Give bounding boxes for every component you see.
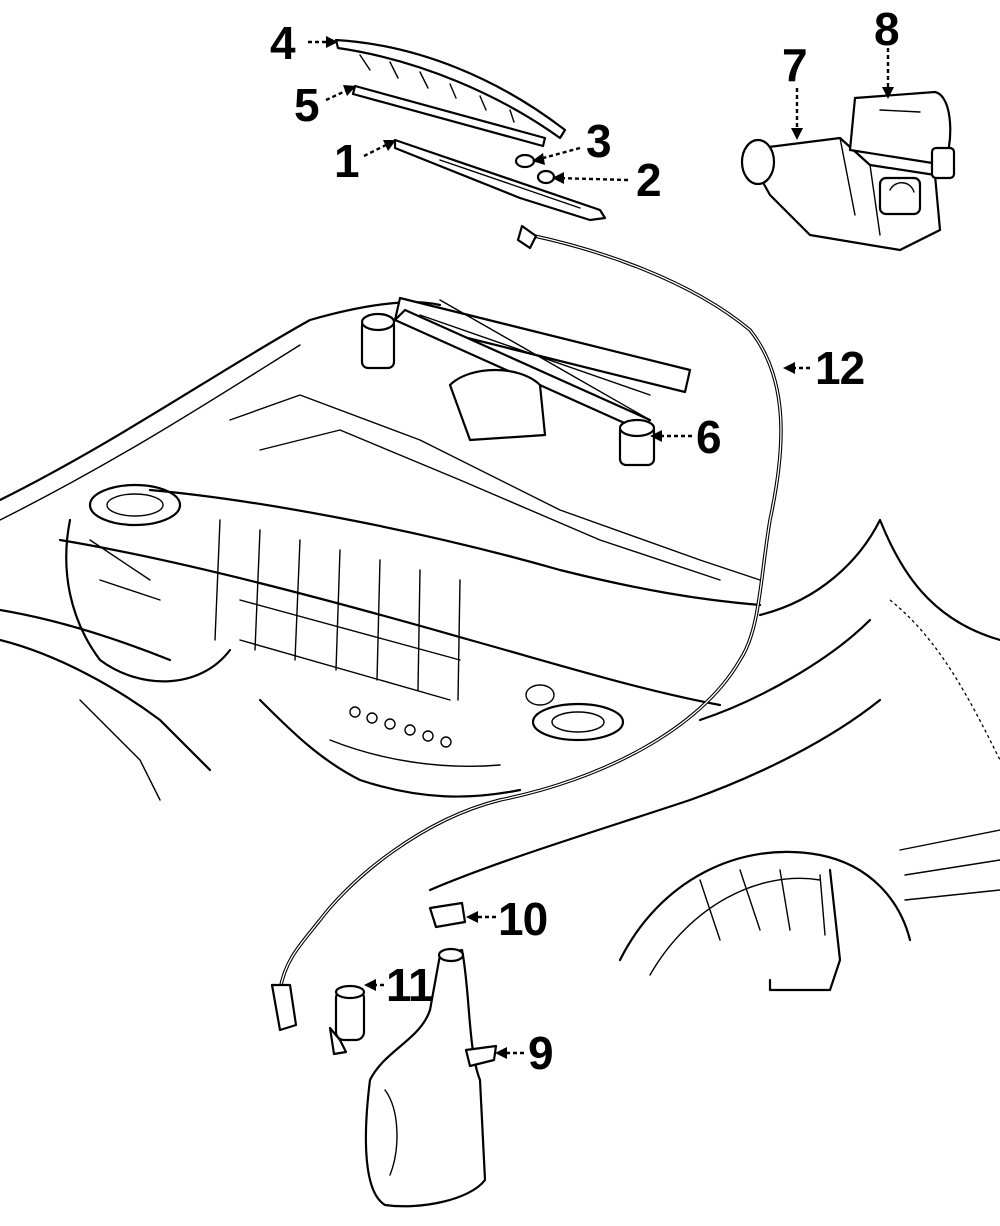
callout-10: 10 bbox=[498, 893, 548, 945]
callout-11: 11 bbox=[386, 959, 434, 1011]
wiper-linkage-part bbox=[360, 296, 692, 467]
wiper-blade-part bbox=[334, 38, 567, 140]
callout-6: 6 bbox=[696, 411, 722, 463]
leader-2 bbox=[555, 176, 629, 182]
callout-2: 2 bbox=[636, 154, 662, 206]
arm-cap-part bbox=[514, 153, 536, 169]
callout-12: 12 bbox=[815, 342, 865, 394]
vehicle-body bbox=[0, 301, 1000, 992]
leader-lines bbox=[308, 36, 894, 1059]
washer-pump-part bbox=[328, 984, 366, 1056]
callout-7: 7 bbox=[782, 39, 808, 91]
arm-nut-part bbox=[536, 169, 556, 185]
washer-hose-part bbox=[270, 224, 783, 1032]
leader-1 bbox=[363, 140, 393, 158]
washer-reservoir-part bbox=[364, 947, 498, 1208]
callout-1: 1 bbox=[334, 135, 360, 187]
callout-4: 4 bbox=[270, 17, 296, 69]
blade-insert-part bbox=[351, 84, 547, 148]
callout-3: 3 bbox=[586, 115, 612, 167]
motor-cover-part bbox=[848, 90, 956, 180]
callout-9: 9 bbox=[528, 1027, 554, 1079]
wiper-arm-part bbox=[393, 138, 607, 222]
reservoir-cap-part bbox=[428, 901, 467, 929]
callout-8: 8 bbox=[874, 3, 900, 55]
callout-5: 5 bbox=[294, 79, 320, 131]
